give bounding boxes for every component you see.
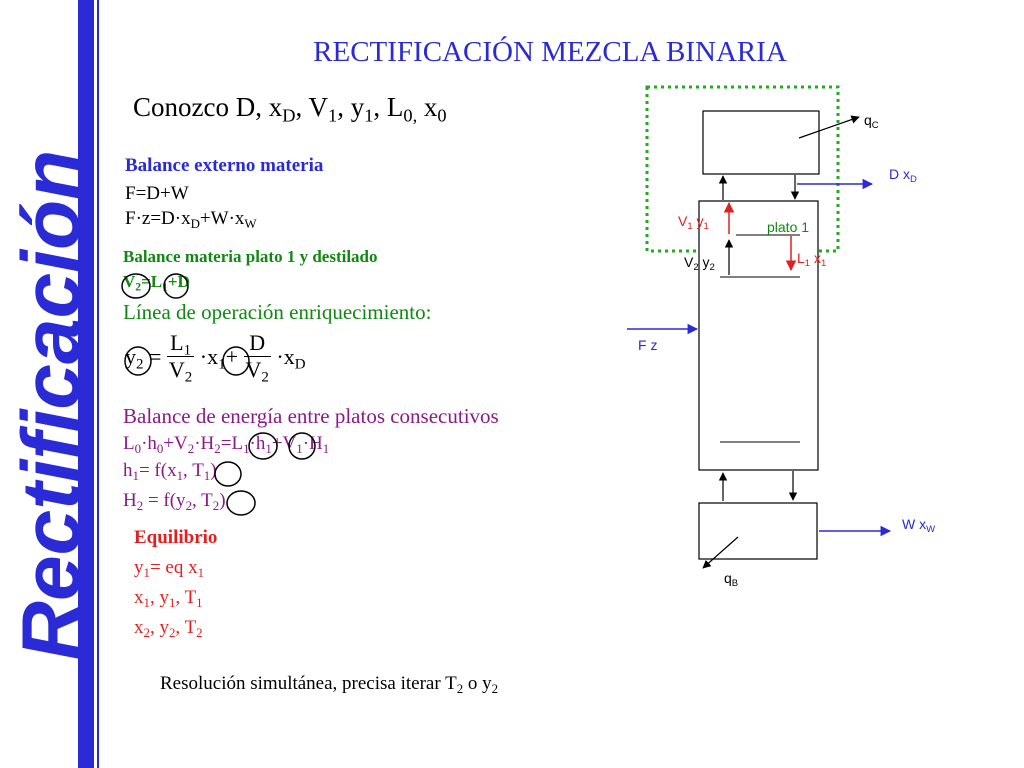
circle-T2 <box>226 490 256 516</box>
reboiler-box <box>698 502 818 560</box>
qc-label: qC <box>864 112 879 131</box>
circle-v2 <box>121 273 151 299</box>
external-balance-eq1: F=D+W <box>125 183 189 204</box>
circle-H2 <box>248 432 278 460</box>
enthalpy-H2: H2 = f(y2, T2) <box>123 490 226 513</box>
sidebar-band <box>78 0 94 768</box>
equilibrium-line-3: x2, y2, T2 <box>134 617 203 640</box>
energy-balance-heading: Balance de energía entre platos consecut… <box>123 404 499 428</box>
bottoms-label: W xW <box>902 516 936 535</box>
page-title: RECTIFICACIÓN MEZCLA BINARIA <box>313 36 787 68</box>
l1x1-label: L1 x1 <box>797 250 827 269</box>
feed-label: F z <box>638 337 658 353</box>
external-balance-heading: Balance externo materia <box>125 155 324 176</box>
sidebar-line <box>97 0 99 768</box>
column-body <box>698 200 819 471</box>
energy-balance-eq: L0·h0+V2·H2=L1·h1+V1·H1 <box>123 433 330 456</box>
circle-y2 <box>124 346 152 376</box>
equilibrium-line-2: x1, y1, T1 <box>134 587 203 610</box>
plate1-label: plato 1 <box>767 219 810 235</box>
footer-note: Resolución simultánea, precisa iterar T2… <box>160 673 499 696</box>
circle-h1 <box>288 432 316 460</box>
external-balance-eq2: F·z=D·xD+W·xW <box>125 208 257 231</box>
qb-label: qB <box>724 570 739 589</box>
qb-arrow <box>702 536 739 569</box>
v1y1-label: V1 y1 <box>678 213 709 232</box>
enthalpy-h1: h1= f(x1, T1) <box>123 460 217 483</box>
qc-arrow <box>798 115 860 139</box>
operating-line-label: Línea de operación enriquecimiento: <box>123 300 432 324</box>
plate-balance-heading: Balance materia plato 1 y destilado <box>123 247 378 266</box>
equilibrium-heading: Equilibrio <box>134 527 218 548</box>
sidebar: Rectificación <box>0 0 100 768</box>
condenser-box <box>702 110 820 175</box>
circle-l1 <box>163 273 189 299</box>
known-variables: Conozco D, xD, V1, y1, L0, x0 <box>133 92 447 126</box>
distillate-label: D xD <box>889 166 917 185</box>
v2y2-label: V2 y2 <box>684 254 715 273</box>
equilibrium-line-1: y1= eq x1 <box>134 557 205 580</box>
circle-x1 <box>222 346 250 376</box>
circle-T1 <box>214 461 242 487</box>
